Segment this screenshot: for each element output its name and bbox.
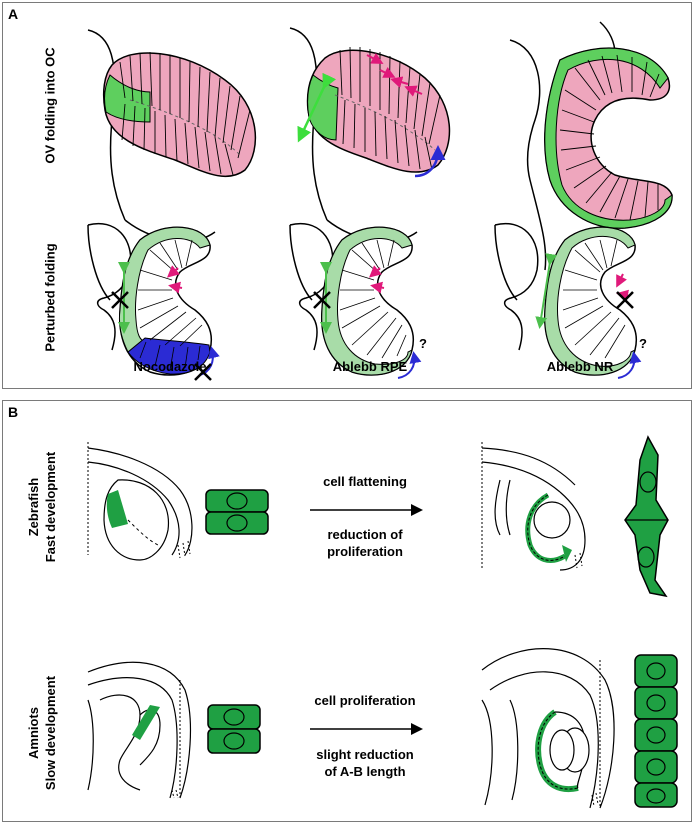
amniote-arrow-top-text: cell proliferation <box>314 693 416 708</box>
zebrafish-arrow-top-text: cell flattening <box>323 474 407 489</box>
amniote-early <box>87 661 261 799</box>
amniots-label: Amniots <box>26 707 41 759</box>
row-label-ov-folding: OV folding into OC <box>42 47 58 164</box>
fast-development-label: Fast development <box>43 451 58 563</box>
caption-ablebb-rpe: Ablebb RPE <box>332 359 408 374</box>
zebrafish-bottom-line1: reduction of <box>327 527 403 542</box>
panel-b <box>2 400 692 822</box>
panel-a <box>2 2 692 389</box>
panel-b-label: B <box>8 404 19 420</box>
amniote-arrow-bottom-text: slight reduction of A-B length <box>280 746 450 780</box>
caption-ablebb-nr: Ablebb NR <box>546 359 614 374</box>
perturbed-ablebb-rpe <box>289 222 422 379</box>
amniote-late <box>481 648 678 809</box>
ov-stage-2 <box>289 27 451 243</box>
zebrafish-arrow-bottom-text: reduction of proliferation <box>280 526 450 560</box>
amniote-bottom-line2: of A-B length <box>324 764 406 779</box>
amniote-bottom-line1: slight reduction <box>316 747 414 762</box>
ov-stage-1 <box>87 29 257 243</box>
zebrafish-early <box>87 442 269 561</box>
optic-cup-stage-3 <box>509 21 673 271</box>
perturbed-nocodazole <box>87 222 220 381</box>
zebrafish-bottom-line2: proliferation <box>327 544 403 559</box>
zebrafish-late <box>481 435 669 598</box>
zebrafish-label: Zebrafish <box>26 477 41 537</box>
row-label-zebrafish: Zebrafish Fast development <box>25 437 59 577</box>
panel-a-label: A <box>8 6 19 22</box>
row-label-amniots: Amniots Slow development <box>25 663 59 803</box>
perturbed-ablebb-nr <box>494 222 642 379</box>
slow-development-label: Slow development <box>43 675 58 791</box>
caption-nocodazole: Nocodazole <box>133 359 207 374</box>
question-mark-nr: ? <box>639 336 647 351</box>
question-mark-rpe: ? <box>419 336 427 351</box>
row-label-perturbed: Perturbed folding <box>42 243 58 352</box>
